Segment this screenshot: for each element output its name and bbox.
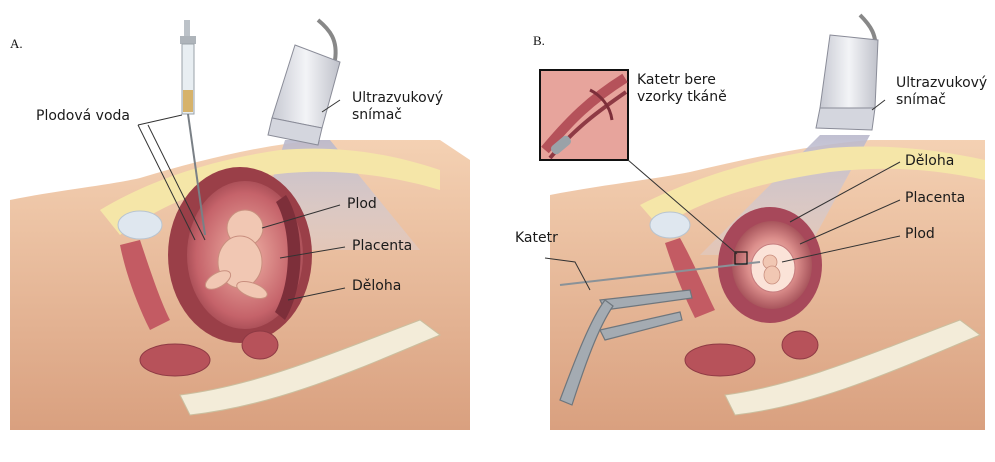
label-uterus-b: Děloha — [905, 153, 954, 170]
label-probe-a-line2: snímač — [352, 107, 402, 124]
panel-b-tag: B. — [533, 33, 545, 49]
label-probe-b-line2: snímač — [896, 92, 946, 109]
bladder-a — [118, 211, 162, 239]
bladder-b — [650, 212, 690, 238]
label-placenta-b: Placenta — [905, 190, 965, 207]
label-inset-caption-line1: Katetr bere — [637, 72, 716, 89]
label-amniotic-fluid: Plodová voda — [36, 108, 130, 125]
label-probe-b-line1: Ultrazvukový — [896, 75, 987, 92]
panel-a-illustration — [10, 20, 470, 430]
label-fetus-b: Plod — [905, 226, 935, 243]
inset-magnified-view — [540, 70, 628, 160]
label-fetus-a: Plod — [347, 196, 377, 213]
panel-a-tag: A. — [10, 36, 23, 52]
label-inset-caption-line2: vzorky tkáně — [637, 89, 727, 106]
label-catheter: Katetr — [515, 230, 558, 247]
label-uterus-a: Děloha — [352, 278, 401, 295]
ultrasound-probe-a — [268, 20, 340, 145]
ultrasound-probe-b — [816, 15, 878, 130]
label-probe-a-line1: Ultrazvukový — [352, 90, 443, 107]
label-placenta-a: Placenta — [352, 238, 412, 255]
